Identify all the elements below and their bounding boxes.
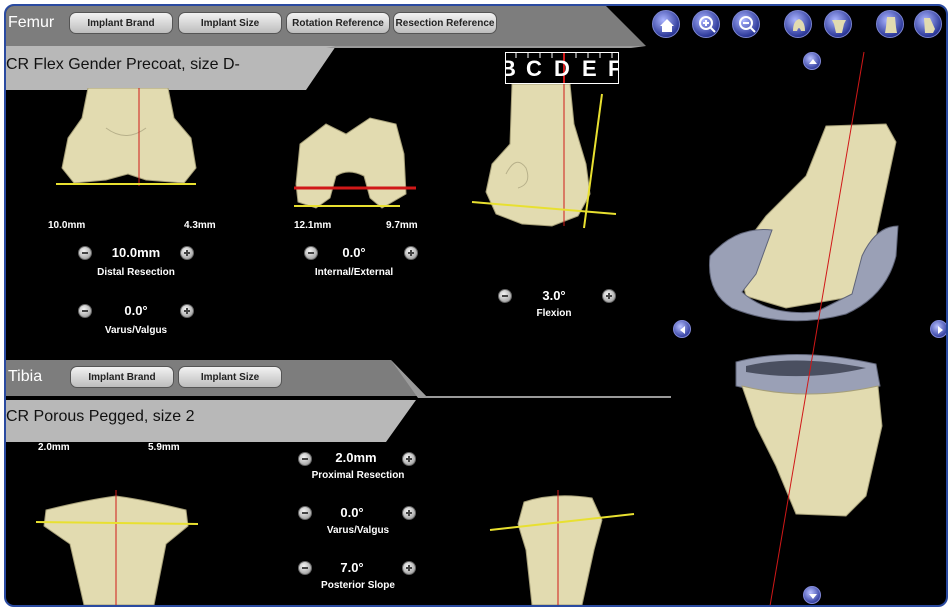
- femur-lateral-view: [471, 84, 617, 229]
- proximal-resection-label: Proximal Resection: [311, 470, 405, 481]
- femur-varus-valgus-label: Varus/Valgus: [104, 325, 168, 336]
- bone-side-icon[interactable]: [914, 10, 942, 38]
- internal-external-value: 0.0°: [342, 245, 366, 260]
- distal-medial-measurement: 10.0mm: [48, 220, 86, 231]
- ruler-size-e: E: [582, 56, 603, 81]
- ruler-size-b: B: [506, 56, 522, 82]
- ruler-size-c: C: [526, 56, 548, 81]
- rotate-left-arrow-icon[interactable]: [673, 320, 691, 338]
- femur-axial-view: [294, 117, 416, 209]
- femur-varus-decrease-button[interactable]: [78, 304, 92, 318]
- posterior-medial-measurement: 12.1mm: [294, 220, 332, 231]
- posterior-slope-value: 7.0°: [340, 560, 364, 575]
- proximal-increase-button[interactable]: [402, 452, 416, 466]
- femur-implant-description: CR Flex Gender Precoat, size D-: [6, 56, 240, 73]
- ruler-size-f: F: [608, 56, 618, 82]
- tibia-varus-valgus-label: Varus/Valgus: [326, 525, 390, 536]
- tibia-view-icon[interactable]: [824, 10, 852, 38]
- distal-resection-value: 10.0mm: [111, 245, 161, 260]
- femur-varus-valgus-value: 0.0°: [124, 303, 148, 318]
- rotation-decrease-button[interactable]: [304, 246, 318, 260]
- flexion-decrease-button[interactable]: [498, 289, 512, 303]
- femur-view-icon[interactable]: [784, 10, 812, 38]
- femur-section-title: Femur: [8, 14, 55, 31]
- tibia-varus-valgus-value: 0.0°: [340, 505, 364, 520]
- flexion-increase-button[interactable]: [602, 289, 616, 303]
- zoom-out-icon[interactable]: [732, 10, 760, 38]
- femur-implant-size-button[interactable]: Implant Size: [178, 12, 282, 34]
- slope-increase-button[interactable]: [402, 561, 416, 575]
- flexion-value: 3.0°: [542, 288, 566, 303]
- femur-distal-view: [56, 88, 197, 186]
- tibia-implant-size-button[interactable]: Implant Size: [178, 366, 282, 388]
- distal-increase-button[interactable]: [180, 246, 194, 260]
- posterior-lateral-measurement: 9.7mm: [386, 220, 418, 231]
- distal-decrease-button[interactable]: [78, 246, 92, 260]
- posterior-slope-label: Posterior Slope: [321, 580, 395, 591]
- ruler-size-d: D: [554, 56, 576, 81]
- tibia-section-title: Tibia: [8, 368, 43, 385]
- tibia-implant-brand-button[interactable]: Implant Brand: [70, 366, 174, 388]
- knee-3d-view[interactable]: [676, 46, 946, 606]
- zoom-in-icon[interactable]: [692, 10, 720, 38]
- proximal-decrease-button[interactable]: [298, 452, 312, 466]
- rotation-reference-button[interactable]: Rotation Reference: [286, 12, 390, 34]
- application-window: Femur Implant Brand Implant Size Rotatio…: [4, 4, 948, 607]
- tibia-medial-measurement: 2.0mm: [38, 442, 70, 453]
- bone-front-icon[interactable]: [876, 10, 904, 38]
- tibia-implant-description: CR Porous Pegged, size 2: [6, 408, 195, 425]
- rotate-down-arrow-icon[interactable]: [803, 586, 821, 604]
- rotate-up-arrow-icon[interactable]: [803, 52, 821, 70]
- rotate-right-arrow-icon[interactable]: [930, 320, 946, 338]
- internal-external-label: Internal/External: [314, 267, 394, 278]
- distal-lateral-measurement: 4.3mm: [184, 220, 216, 231]
- tibia-lateral-view: [489, 490, 635, 605]
- rotation-increase-button[interactable]: [404, 246, 418, 260]
- home-icon[interactable]: [652, 10, 680, 38]
- femur-varus-increase-button[interactable]: [180, 304, 194, 318]
- flexion-label: Flexion: [536, 308, 572, 319]
- tibia-frontal-view: [35, 490, 199, 605]
- femur-size-ruler[interactable]: B C D E F: [505, 52, 619, 84]
- proximal-resection-value: 2.0mm: [335, 450, 377, 465]
- tibia-lateral-measurement: 5.9mm: [148, 442, 180, 453]
- tibia-varus-decrease-button[interactable]: [298, 506, 312, 520]
- resection-reference-button[interactable]: Resection Reference: [393, 12, 497, 34]
- tibia-varus-increase-button[interactable]: [402, 506, 416, 520]
- femur-implant-brand-button[interactable]: Implant Brand: [69, 12, 173, 34]
- slope-decrease-button[interactable]: [298, 561, 312, 575]
- distal-resection-label: Distal Resection: [97, 267, 175, 278]
